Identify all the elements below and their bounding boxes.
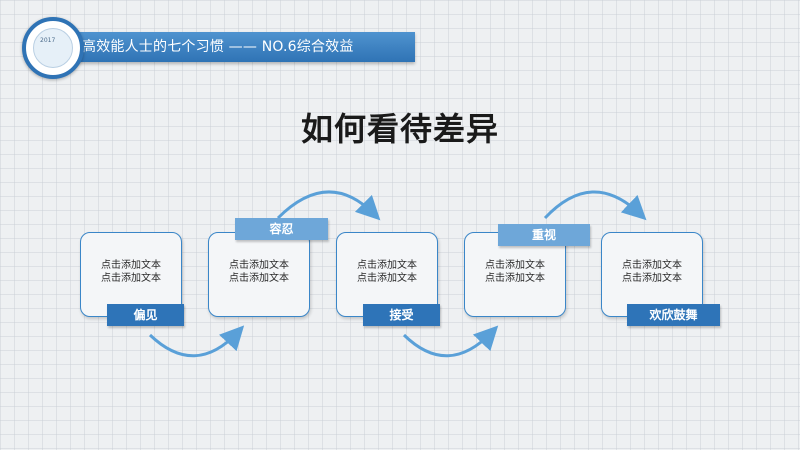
step-card-4[interactable]: 点击添加文本 点击添加文本 xyxy=(464,232,566,317)
page-title: 如何看待差异 xyxy=(300,110,499,148)
logo xyxy=(22,17,84,79)
header-title: 高效能人士的七个习惯 —— NO.6综合效益 xyxy=(82,39,354,55)
step-card-5[interactable]: 点击添加文本 点击添加文本 xyxy=(601,232,703,317)
step-label-5[interactable]: 欢欣鼓舞 xyxy=(627,304,720,326)
step-label-1[interactable]: 偏见 xyxy=(107,304,184,326)
header-banner xyxy=(52,32,415,62)
arrow-icon xyxy=(276,190,381,221)
step-card-text: 点击添加文本 点击添加文本 xyxy=(357,260,417,284)
step-card-text: 点击添加文本 点击添加文本 xyxy=(622,260,682,284)
step-card-1[interactable]: 点击添加文本 点击添加文本 xyxy=(80,232,182,317)
logo-text: 2017 xyxy=(40,37,56,44)
step-label-2[interactable]: 容忍 xyxy=(235,218,328,240)
step-card-text: 点击添加文本 点击添加文本 xyxy=(101,260,161,284)
step-label-3[interactable]: 接受 xyxy=(363,304,440,326)
arrow-icon xyxy=(543,190,647,221)
arrow-icon xyxy=(148,325,245,358)
step-card-text: 点击添加文本 点击添加文本 xyxy=(229,260,289,284)
logo-badge-icon xyxy=(33,28,73,68)
step-card-text: 点击添加文本 点击添加文本 xyxy=(485,260,545,284)
step-card-3[interactable]: 点击添加文本 点击添加文本 xyxy=(336,232,438,317)
step-card-2[interactable]: 点击添加文本 点击添加文本 xyxy=(208,232,310,317)
arrow-icon xyxy=(402,325,499,358)
step-label-4[interactable]: 重视 xyxy=(498,224,590,246)
